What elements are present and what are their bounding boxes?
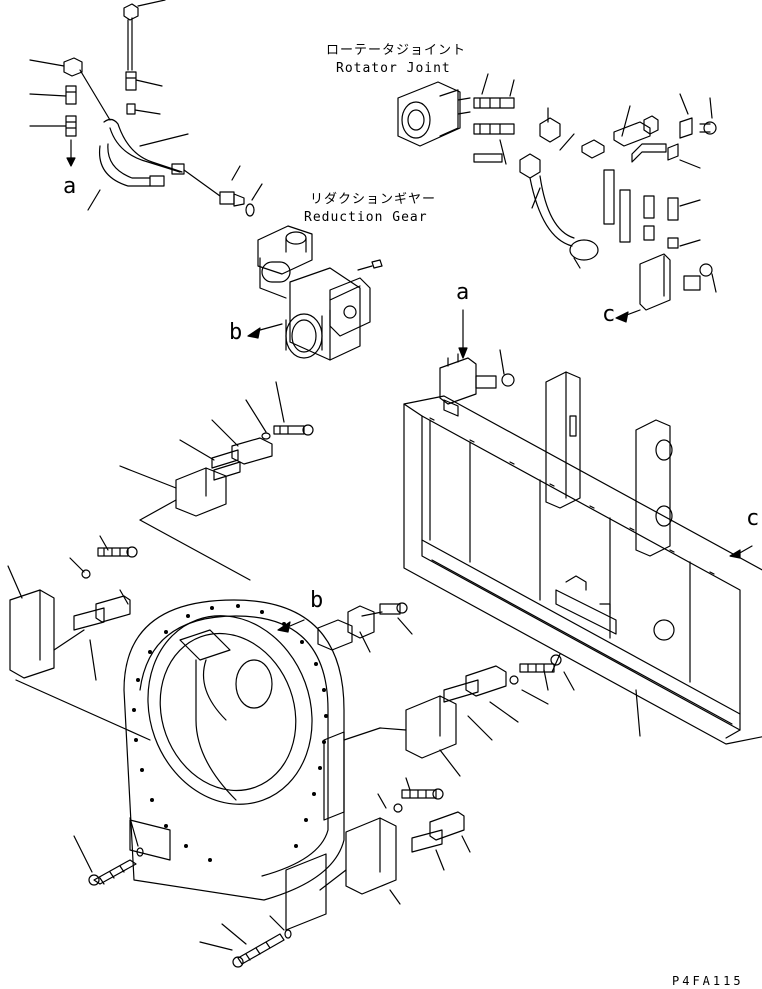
callout-c-right: c	[602, 302, 616, 327]
pipe-bracket	[317, 602, 413, 653]
valve-block	[439, 309, 515, 417]
callout-b-mid: b	[229, 320, 243, 345]
rotator-joint-label-en: Rotator Joint	[336, 61, 451, 76]
slide-pads	[7, 381, 575, 968]
rotator-plate	[123, 599, 381, 931]
reduction-gear	[247, 225, 383, 361]
carriage-frame	[403, 371, 762, 745]
reduction-gear-label-en: Reduction Gear	[304, 210, 428, 225]
callout-a-left: a	[63, 174, 77, 199]
callout-b-low: b	[310, 588, 324, 613]
rotator-joint	[397, 73, 717, 323]
callout-a-top: a	[456, 280, 470, 305]
reduction-gear-label-jp: リダクションギヤー	[310, 192, 437, 207]
hose-assembly	[29, 0, 263, 217]
rotator-joint-label-jp: ローテータジョイント	[326, 43, 467, 58]
callout-c-edge: c	[746, 506, 760, 531]
drawing-code: P4FA115	[672, 974, 744, 988]
